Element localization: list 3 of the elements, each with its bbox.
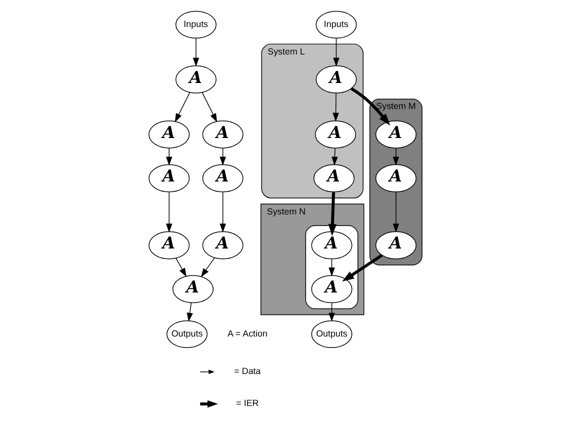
legend-label: = Data — [234, 366, 261, 376]
legend-label: A = Action — [227, 328, 268, 338]
legend-label: = IER — [236, 398, 259, 408]
